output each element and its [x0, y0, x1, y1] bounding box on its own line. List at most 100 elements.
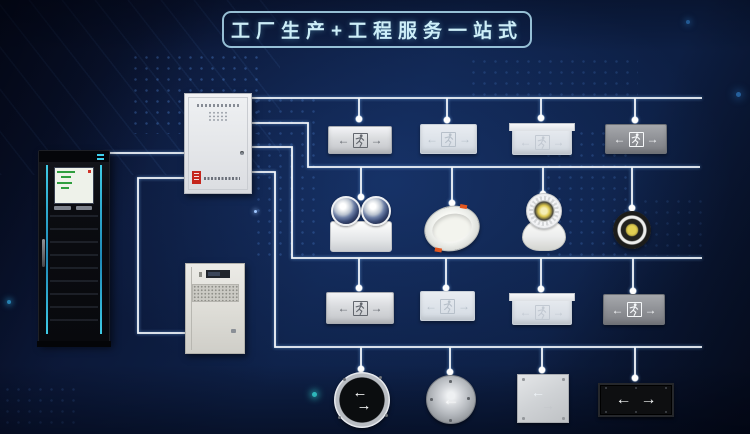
mounting-clip-icon	[434, 247, 443, 253]
arrow-right-icon: →	[646, 132, 659, 146]
screen-text-line	[61, 187, 69, 189]
twin-head-emergency-light	[330, 196, 392, 252]
rectangular-floor-light-black: ← →	[598, 383, 674, 417]
wire-node	[538, 366, 546, 374]
arrow-right-icon: →	[640, 391, 657, 408]
arrow-left-icon: ←	[337, 301, 350, 315]
exit-sign-dark: ← →	[603, 294, 665, 325]
cabinet-display-screen	[54, 167, 94, 204]
power-cabinet-vent-grille	[192, 284, 239, 302]
exit-sign-pale: ← →	[420, 291, 475, 321]
cabinet-cyan-accent	[46, 165, 48, 334]
wire-node	[355, 284, 363, 292]
arrow-right-icon: →	[459, 132, 471, 146]
exit-door-icon	[534, 304, 550, 320]
running-man-icon	[355, 301, 365, 315]
round-floor-light-steel: ←	[426, 375, 476, 424]
exit-sign-ceiling-bracket: ← →	[509, 123, 575, 155]
arrow-left-icon: ←	[425, 299, 437, 313]
wire-row1-bus	[248, 97, 702, 124]
round-floor-light-black-face: ← →	[334, 372, 390, 428]
running-man-icon	[355, 133, 365, 147]
emergency-power-cabinet	[185, 263, 245, 354]
controller-lock	[240, 151, 244, 155]
banner-title-text: 工厂生产+工程服务一站式	[230, 21, 524, 42]
monitoring-cabinet	[37, 150, 111, 347]
exit-door-icon	[440, 298, 455, 314]
arrow-right-icon: →	[552, 135, 565, 149]
wire-node	[357, 193, 365, 201]
cabinet-door-handle	[42, 239, 45, 267]
screen-text-line	[57, 171, 75, 173]
banner-title: 工厂生产+工程服务一站式	[222, 11, 532, 48]
wire-node	[631, 374, 639, 382]
power-cabinet-display	[206, 270, 230, 278]
running-man-icon	[443, 299, 452, 313]
arrow-left-icon: ←	[519, 135, 532, 149]
arrow-left-icon: ←	[531, 383, 545, 400]
wire-row2-bus	[248, 122, 700, 212]
exit-sign-silver: ← →	[326, 292, 394, 324]
wire-node	[631, 116, 639, 124]
wire-row3-bus	[248, 146, 702, 295]
spotlight-lamp-head	[526, 193, 562, 229]
arrow-right-icon: →	[370, 133, 383, 147]
cabinet-top-bezel	[39, 151, 109, 162]
twin-light-lamp-head	[361, 196, 391, 226]
spotlight-lens	[533, 200, 555, 222]
arrow-right-icon: →	[458, 299, 470, 313]
wire-cabinet-to-controller	[104, 152, 187, 334]
running-man-icon	[444, 132, 453, 146]
exit-door-icon	[352, 300, 368, 316]
arrow-left-icon: ←	[337, 133, 350, 147]
round-emergency-light	[613, 211, 651, 249]
cabinet-base	[37, 341, 111, 347]
arrow-left-icon: ←	[352, 384, 368, 402]
exit-sign-pale: ← →	[420, 124, 477, 154]
twin-light-lamp-head	[331, 196, 361, 226]
cabinet-cyan-accent	[100, 165, 102, 334]
running-man-icon	[631, 132, 641, 146]
cabinet-buttons	[54, 206, 92, 210]
emergency-lighting-controller	[184, 93, 252, 194]
running-man-icon	[629, 303, 639, 316]
controller-model-text	[197, 104, 239, 107]
exit-door-icon	[441, 131, 456, 147]
screen-text-line	[61, 176, 71, 178]
arrow-left-icon: ←	[519, 305, 532, 319]
controller-vent-holes	[208, 111, 228, 122]
exit-sign-silver: ← →	[328, 126, 392, 154]
wire-node	[537, 114, 545, 122]
wire-node	[537, 285, 545, 293]
exit-door-icon	[628, 131, 644, 147]
power-cabinet-door-seam	[191, 267, 192, 350]
controller-company-text	[204, 177, 240, 180]
running-man-icon	[537, 135, 547, 149]
downlight-trim-ring	[419, 199, 485, 258]
cabinet-glass-door	[50, 215, 98, 331]
arrow-left-icon: ←	[442, 389, 460, 409]
wire-node	[355, 115, 363, 123]
arrow-left-icon: ←	[426, 132, 438, 146]
emergency-downlight	[419, 199, 485, 258]
arrow-right-icon: →	[552, 305, 565, 319]
arrow-right-icon: →	[644, 302, 657, 317]
arrow-right-icon: →	[370, 301, 383, 315]
running-man-icon	[537, 305, 547, 319]
emergency-spotlight	[521, 193, 566, 251]
wire-node	[443, 116, 451, 124]
arrow-right-icon: →	[356, 397, 372, 414]
arrow-left-icon: ←	[615, 391, 632, 408]
arrow-left-icon: ←	[613, 132, 626, 146]
wire-row4-bus	[248, 171, 702, 382]
exit-sign-dark: ← →	[605, 124, 667, 154]
power-cabinet-lock	[231, 329, 236, 333]
exit-door-icon	[534, 134, 550, 150]
arrow-right-icon: →	[541, 396, 555, 413]
power-cabinet-button	[199, 272, 202, 277]
exit-door-icon	[352, 132, 368, 148]
mounting-clip-icon	[459, 203, 468, 210]
cabinet-led-indicator	[97, 154, 104, 156]
screen-text-line	[57, 182, 72, 184]
